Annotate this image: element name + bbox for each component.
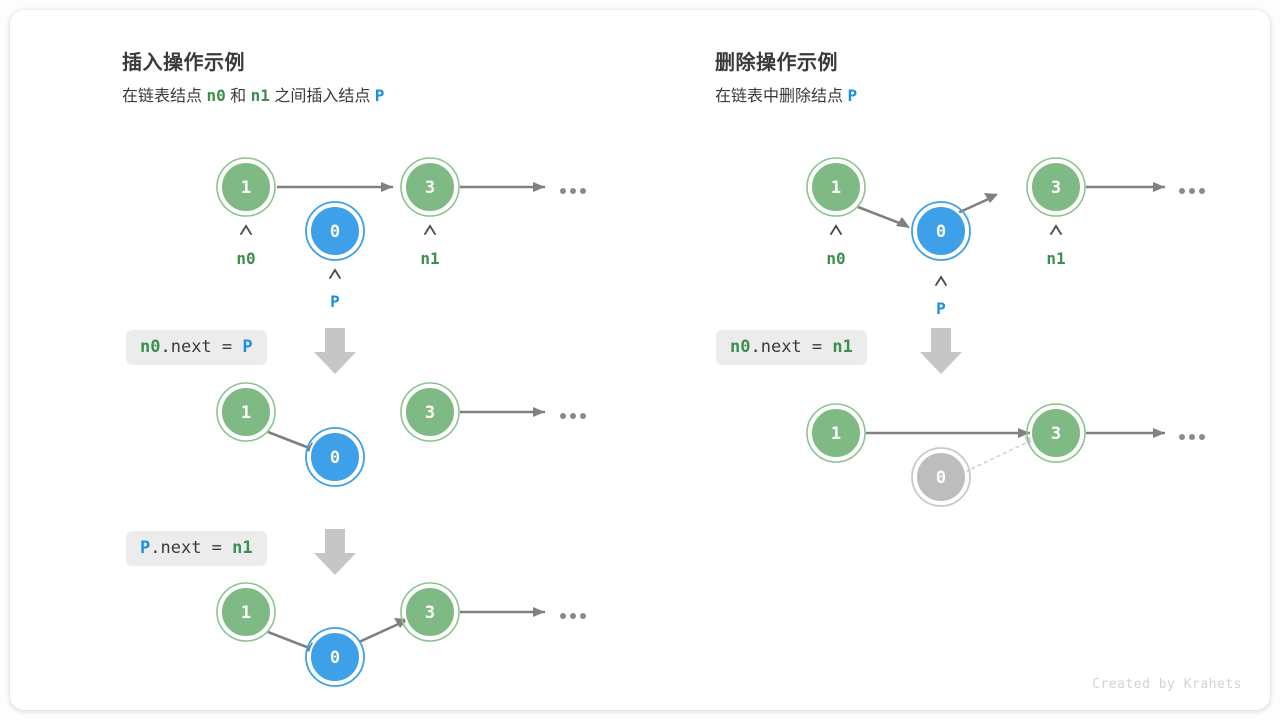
node-n1: 3 <box>1026 403 1086 463</box>
arrowhead-n0-n1 <box>381 182 393 192</box>
node-value: 0 <box>936 468 946 488</box>
text-token: n1 <box>232 538 253 558</box>
ellipsis-icon <box>560 413 586 419</box>
ellipsis-icon <box>1179 434 1205 440</box>
arrowhead-tail <box>1153 182 1165 192</box>
text-token: P <box>242 337 253 357</box>
link-p-n1 <box>358 619 406 644</box>
delete-panel-subtitle: 在链表中删除结点 P <box>715 82 857 106</box>
pointer-label-n1: n1 <box>420 249 439 268</box>
node-n0: 1 <box>216 582 276 642</box>
node-value: 1 <box>241 603 251 623</box>
text-token: 在链表中删除结点 <box>715 88 848 105</box>
delete-row-2: 1 0 3 <box>806 403 1205 507</box>
text-token: 在链表结点 <box>122 88 207 105</box>
node-n0: 1 <box>216 157 276 217</box>
node-n1: 3 <box>400 382 460 442</box>
node-value: 0 <box>330 448 340 468</box>
text-token: P <box>847 86 858 105</box>
node-p-deleted: 0 <box>911 447 971 507</box>
text-token: 和 <box>225 88 251 105</box>
step-arrow-icon <box>314 529 356 575</box>
text-token: .next = <box>150 538 233 558</box>
credit-text: Created by Krahets <box>1092 677 1242 692</box>
caret-n1 <box>424 224 436 235</box>
node-value: 3 <box>1051 178 1061 198</box>
node-n0: 1 <box>806 157 866 217</box>
delete-panel-title: 删除操作示例 <box>715 52 838 74</box>
insert-panel-subtitle: 在链表结点 n0 和 n1 之间插入结点 P <box>122 82 384 106</box>
pointer-label-n0: n0 <box>826 249 845 268</box>
panel-insert: 插入操作示例 在链表结点 n0 和 n1 之间插入结点 P n0.next = … <box>10 10 640 710</box>
ellipsis-icon <box>1179 188 1205 194</box>
node-n0: 1 <box>806 403 866 463</box>
ellipsis-icon <box>560 188 586 194</box>
text-token: P <box>140 538 151 558</box>
node-value: 1 <box>831 178 841 198</box>
text-token: 之间插入结点 <box>269 88 375 105</box>
text-token: .next = <box>160 337 243 357</box>
pointer-label-p: P <box>330 292 340 311</box>
node-value: 1 <box>241 403 251 423</box>
insert-row-3: 1 0 3 <box>216 582 586 687</box>
insert-panel-title: 插入操作示例 <box>122 52 245 74</box>
node-value: 3 <box>425 403 435 423</box>
node-n1: 3 <box>400 582 460 642</box>
node-value: 1 <box>831 424 841 444</box>
arrowhead-tail <box>533 182 545 192</box>
link-p-n1-dashed <box>964 439 1033 473</box>
insert-step2-code: P.next = n1 <box>126 531 267 567</box>
text-token: n0 <box>206 86 226 105</box>
text-token: n1 <box>250 86 270 105</box>
arrowhead-tail <box>533 407 545 417</box>
node-value: 3 <box>425 178 435 198</box>
arrowhead-tail <box>1153 428 1165 438</box>
arrowhead-p-n1 <box>984 193 998 203</box>
step-arrow-icon <box>920 328 962 374</box>
node-p: 0 <box>305 627 365 687</box>
text-token: n0 <box>730 337 751 357</box>
node-value: 0 <box>330 648 340 668</box>
diagram-card: 插入操作示例 在链表结点 n0 和 n1 之间插入结点 P n0.next = … <box>10 10 1270 710</box>
node-value: 0 <box>936 222 946 242</box>
ellipsis-icon <box>560 613 586 619</box>
pointer-label-n1: n1 <box>1046 249 1065 268</box>
arrowhead-tail <box>533 607 545 617</box>
node-value: 3 <box>1051 424 1061 444</box>
node-n0: 1 <box>216 382 276 442</box>
arrowhead-n0-p <box>896 217 910 228</box>
delete-step1-code: n0.next = n1 <box>716 330 867 366</box>
node-n1: 3 <box>1026 157 1086 217</box>
node-p: 0 <box>305 201 365 261</box>
insert-row-2: 1 0 3 <box>216 382 586 487</box>
caret-n0 <box>830 224 842 235</box>
insert-step1-code: n0.next = P <box>126 330 267 366</box>
pointer-label-n0: n0 <box>236 249 255 268</box>
node-p: 0 <box>911 201 971 261</box>
delete-diagram: 1 n0 0 P 3 n1 <box>806 157 1205 507</box>
caret-p <box>329 268 341 279</box>
insert-diagram: 1 n0 0 P 3 n1 <box>216 157 586 687</box>
text-token: P <box>374 86 385 105</box>
node-value: 3 <box>425 603 435 623</box>
pointer-label-p: P <box>936 299 946 318</box>
node-value: 1 <box>241 178 251 198</box>
delete-row-1: 1 n0 0 P 3 n1 <box>806 157 1205 318</box>
text-token: .next = <box>750 337 833 357</box>
node-p: 0 <box>305 427 365 487</box>
text-token: n1 <box>832 337 853 357</box>
text-token: n0 <box>140 337 161 357</box>
caret-n0 <box>240 224 252 235</box>
node-n1: 3 <box>400 157 460 217</box>
arrowhead-p-n1 <box>394 618 408 628</box>
insert-row-1: 1 n0 0 P 3 n1 <box>216 157 586 311</box>
node-value: 0 <box>330 222 340 242</box>
caret-n1 <box>1050 224 1062 235</box>
panel-delete: 删除操作示例 在链表中删除结点 P n0.next = n1 1 n0 <box>640 10 1270 710</box>
caret-p <box>935 275 947 286</box>
arrowhead-n0-n1 <box>1018 428 1030 438</box>
step-arrow-icon <box>314 328 356 374</box>
